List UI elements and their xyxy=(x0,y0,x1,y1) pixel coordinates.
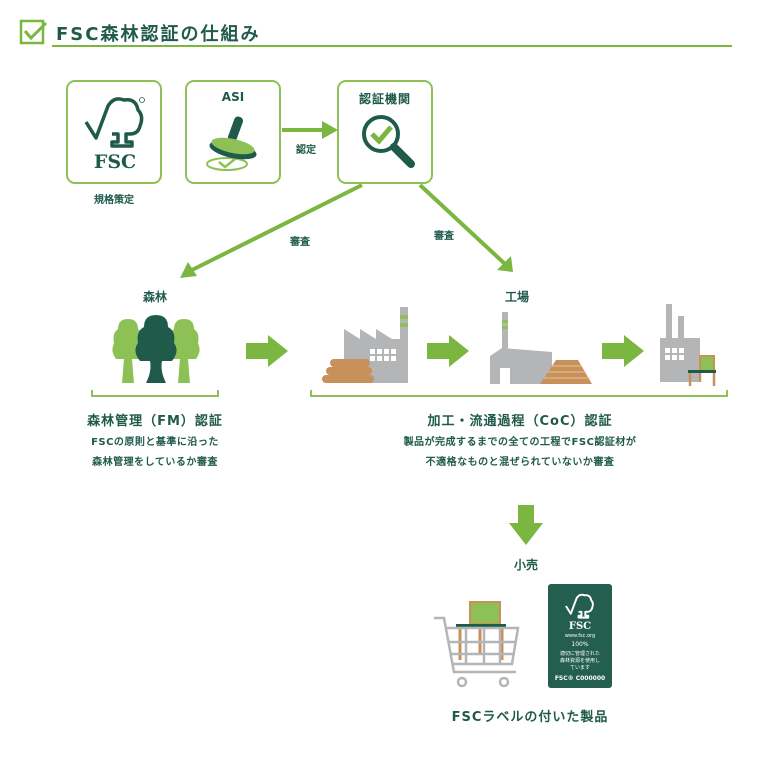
coc-bracket xyxy=(310,390,728,397)
arrow-cert-to-forest xyxy=(180,183,363,278)
audit-label-left: 審査 xyxy=(290,237,310,248)
fsc-label-text-1: 適切に管理された xyxy=(559,651,600,657)
shopping-cart-icon xyxy=(434,601,520,688)
title-bar: FSC森林認証の仕組み xyxy=(19,18,732,47)
fsc-label-code: FSC® C000000 xyxy=(554,675,606,682)
asi-arrow-label: 認定 xyxy=(296,145,316,156)
fsc-label-text-2: 森林資源を使用し xyxy=(559,658,600,664)
arrow-forest-to-factory xyxy=(246,335,288,367)
arrow-factory1-to-factory2 xyxy=(427,335,469,367)
fsc-caption: 規格策定 xyxy=(94,195,134,206)
asi-label: ASI xyxy=(221,90,245,104)
arrow-asi-to-cert xyxy=(282,121,338,139)
fsc-label-logo-text: FSC xyxy=(568,621,592,632)
asi-box: ASI xyxy=(185,80,281,184)
fm-bracket xyxy=(91,390,219,397)
checkbox-icon xyxy=(19,19,48,45)
arrow-factory2-to-factory3 xyxy=(602,335,644,367)
final-caption: FSCラベルの付いた製品 xyxy=(451,710,609,725)
forest-heading: 森林 xyxy=(142,290,167,304)
fsc-product-label: FSC www.fsc.org 100% 適切に管理された 森林資源を使用し て… xyxy=(548,584,612,688)
arrow-cert-to-factory xyxy=(418,183,513,272)
fsc-label-logo-icon xyxy=(565,593,594,619)
fsc-box: FSC xyxy=(66,80,162,184)
factory-heading: 工場 xyxy=(504,290,529,304)
fsc-label-text-3: ています xyxy=(569,665,590,671)
fsc-logo-text: FSC xyxy=(94,151,136,173)
fsc-label-url: www.fsc.org xyxy=(564,633,596,639)
coc-title: 加工・流通過程（CoC）認証 xyxy=(427,414,613,429)
page-title: FSC森林認証の仕組み xyxy=(56,24,261,45)
magnifier-check-icon xyxy=(362,115,415,168)
coc-desc-line2: 不適格なものと混ぜられていないか審査 xyxy=(425,457,615,468)
arrow-to-retail xyxy=(509,505,543,545)
factory-logs-icon xyxy=(322,307,408,383)
trees-icon xyxy=(112,315,200,383)
audit-label-right: 審査 xyxy=(434,231,454,242)
stamp-icon xyxy=(206,116,257,171)
factory-chair-icon xyxy=(660,304,716,386)
fm-desc-line1: FSCの原則と基準に沿った xyxy=(91,437,219,448)
fm-desc-line2: 森林管理をしているか審査 xyxy=(92,457,218,468)
fsc-label-percent: 100% xyxy=(571,641,589,648)
retail-heading: 小売 xyxy=(513,558,538,572)
title-underline xyxy=(52,45,732,47)
factory-lumber-icon xyxy=(490,312,592,384)
coc-desc-line1: 製品が完成するまでの全ての工程でFSC認証材が xyxy=(403,437,637,448)
cert-body-box: 認証機関 xyxy=(337,80,433,184)
fsc-logo-icon: FSC xyxy=(84,97,145,173)
fm-title: 森林管理（FM）認証 xyxy=(87,414,223,429)
cert-body-label: 認証機関 xyxy=(358,92,411,106)
